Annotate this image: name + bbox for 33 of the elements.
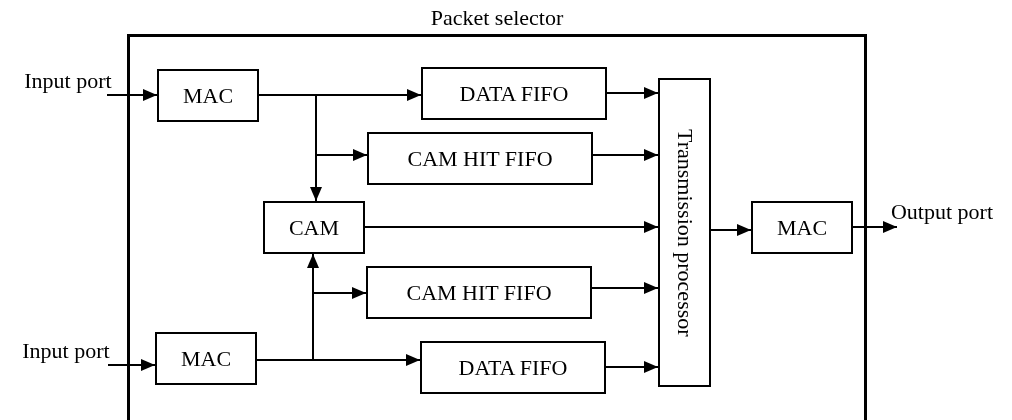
process-box <box>366 266 592 319</box>
arrow <box>606 87 659 99</box>
port-label: Output port <box>874 196 1010 227</box>
process-box <box>658 78 711 387</box>
arrow <box>256 253 319 361</box>
box-label: MAC <box>182 82 234 109</box>
port-label: Input port <box>10 66 126 96</box>
process-box <box>421 67 607 120</box>
box-label: CAM HIT FIFO <box>406 279 552 306</box>
process-box <box>263 201 365 254</box>
arrow <box>258 94 322 202</box>
port-label: Input port <box>8 336 124 366</box>
arrow <box>106 89 158 101</box>
arrow <box>591 282 659 294</box>
box-label: Transmission processor <box>671 128 698 337</box>
process-box <box>420 341 606 394</box>
arrow <box>605 361 659 373</box>
arrow <box>710 224 752 236</box>
box-label: MAC <box>776 214 828 241</box>
arrow <box>364 221 659 233</box>
box-label: CAM <box>288 214 340 241</box>
box-label: DATA FIFO <box>458 354 568 381</box>
box-label: DATA FIFO <box>459 80 569 107</box>
process-box <box>751 201 853 254</box>
arrow <box>592 149 659 161</box>
box-heading: Packet selector <box>429 5 565 31</box>
box-label: CAM HIT FIFO <box>407 145 553 172</box>
arrow <box>107 359 156 371</box>
arrow <box>852 221 898 233</box>
process-box <box>155 332 257 385</box>
process-box <box>367 132 593 185</box>
process-box <box>157 69 259 122</box>
box-label: MAC <box>180 345 232 372</box>
